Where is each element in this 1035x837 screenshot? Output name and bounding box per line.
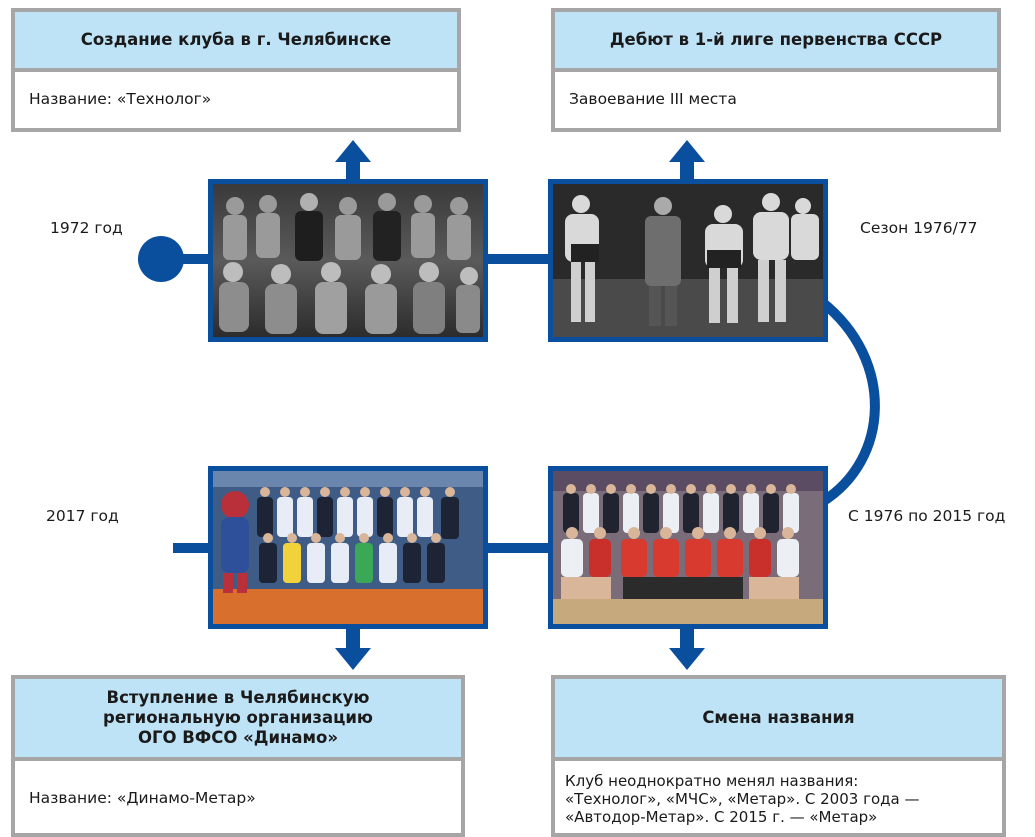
timeline-top-left-segment bbox=[160, 254, 215, 264]
label-year-1972: 1972 год bbox=[50, 219, 123, 237]
label-season-1976: Сезон 1976/77 bbox=[860, 219, 978, 237]
label-year-2017: 2017 год bbox=[46, 507, 119, 525]
box-first-league-debut-title: Дебют в 1-й лиге первенства СССР bbox=[555, 12, 997, 72]
arrow-down-left bbox=[335, 626, 371, 670]
arrow-down-right bbox=[669, 626, 705, 670]
box-dynamo-membership: Вступление в Челябинскую региональную ор… bbox=[11, 675, 465, 837]
timeline-top-middle-segment bbox=[485, 254, 555, 264]
box-dynamo-membership-text: Название: «Динамо-Метар» bbox=[29, 789, 256, 808]
box-club-founded-text: Название: «Технолог» bbox=[29, 90, 212, 109]
timeline-bottom-middle-segment bbox=[485, 543, 555, 553]
photo-match-1976 bbox=[548, 179, 828, 342]
box-dynamo-membership-title: Вступление в Челябинскую региональную ор… bbox=[15, 679, 461, 761]
box-first-league-debut: Дебют в 1-й лиге первенства СССР Завоева… bbox=[551, 8, 1001, 132]
box-name-change-title: Смена названия bbox=[555, 679, 1002, 761]
photo-team-1972 bbox=[208, 179, 488, 342]
arrow-up-left bbox=[335, 140, 371, 182]
box-club-founded: Создание клуба в г. Челябинске Название:… bbox=[11, 8, 461, 132]
timeline-start-dot bbox=[138, 236, 184, 282]
timeline-bottom-left-segment bbox=[173, 543, 215, 553]
box-first-league-debut-text: Завоевание III места bbox=[569, 90, 737, 109]
box-club-founded-title: Создание клуба в г. Челябинске bbox=[15, 12, 457, 72]
label-period-1976-2015: С 1976 по 2015 год bbox=[848, 507, 1006, 525]
box-name-change: Смена названия Клуб неоднократно менял н… bbox=[551, 675, 1006, 837]
photo-team-2017 bbox=[208, 466, 488, 629]
arrow-up-right bbox=[669, 140, 705, 182]
photo-team-2015 bbox=[548, 466, 828, 629]
timeline-curve-connector bbox=[818, 298, 880, 507]
box-name-change-text: Клуб неоднократно менял названия: «Техно… bbox=[565, 772, 920, 826]
